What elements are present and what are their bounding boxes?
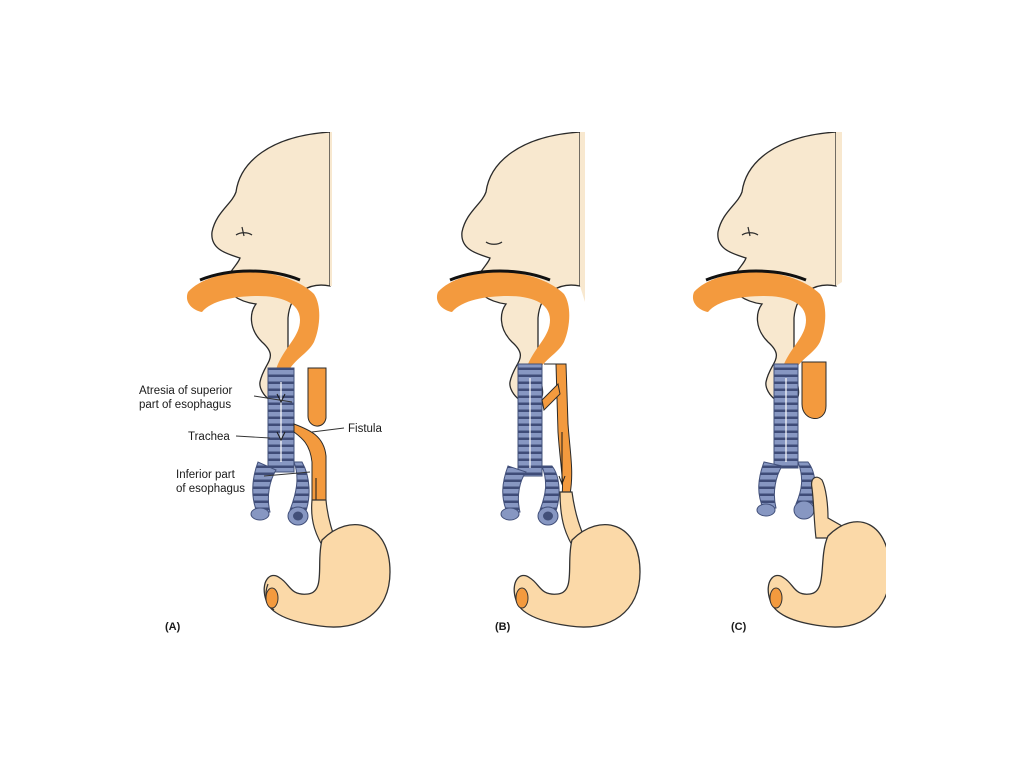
panel-a-head (211, 132, 331, 405)
panel-a-stomach (263, 524, 391, 628)
figure-esophageal-atresia: Atresia of superior part of esophagus Tr… (139, 132, 886, 638)
panel-b-head (461, 132, 581, 405)
atresia-leader-line (253, 395, 293, 403)
illustration-canvas (186, 132, 886, 628)
annotation-atresia-line2: part of esophagus (139, 399, 232, 411)
panel-a-upper-pouch (307, 367, 327, 427)
panel-c-stomach (767, 521, 886, 628)
annotation-fistula: Fistula (348, 423, 382, 435)
fistula-leader-line (311, 427, 345, 433)
trachea-leader-line (235, 435, 271, 439)
annotation-leader-lines (235, 395, 345, 477)
panel-label-b: (B) (495, 621, 511, 633)
panel-label-a: (A) (165, 621, 181, 633)
annotation-trachea: Trachea (188, 431, 230, 443)
panel-a-bronchi (252, 461, 277, 515)
panel-a-drawing (186, 132, 391, 628)
annotation-inferior-line1: Inferior part (176, 469, 235, 481)
annotation-inferior: Inferior part of esophagus (176, 468, 245, 496)
annotation-atresia-line1: Atresia of superior (139, 385, 233, 397)
inferior-leader-line (263, 471, 311, 477)
panel-label-c: (C) (731, 621, 747, 633)
panel-c-drawing (692, 132, 886, 628)
panel-b-drawing (436, 132, 641, 628)
panel-c-upper-pouch (801, 361, 827, 419)
annotation-atresia: Atresia of superior part of esophagus (139, 384, 232, 412)
annotation-inferior-line2: of esophagus (176, 483, 246, 495)
panel-b-stomach (513, 524, 641, 628)
panel-c-lower-stump (811, 476, 844, 539)
